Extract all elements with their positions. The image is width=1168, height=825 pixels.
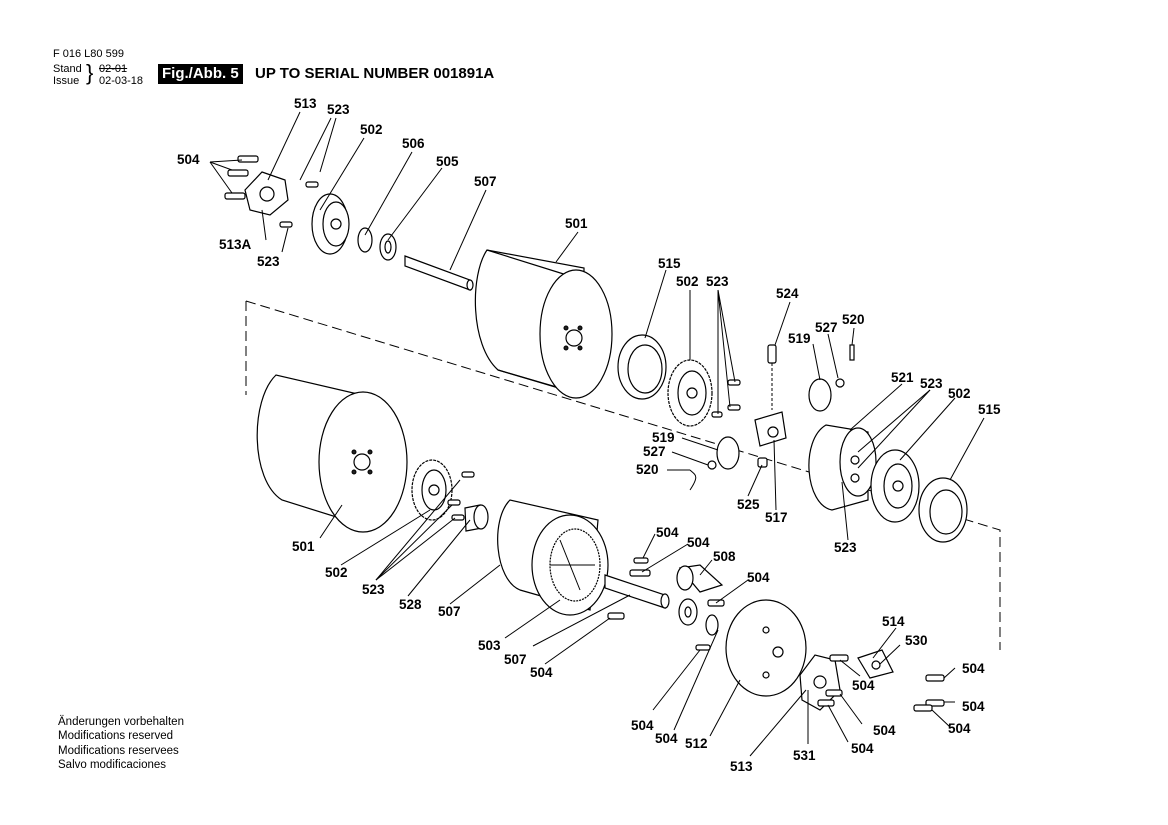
callout-label: 504 xyxy=(962,699,985,714)
callout-label: 502 xyxy=(360,122,383,137)
callout-label: 501 xyxy=(292,539,315,554)
drum-501-top xyxy=(474,249,613,399)
callout-label: 504 xyxy=(948,721,971,736)
callout-label: 504 xyxy=(851,741,874,756)
callout-label: 513 xyxy=(730,759,753,774)
right-housing-521 xyxy=(808,424,877,511)
callout-label: 502 xyxy=(676,274,699,289)
bushing-528 xyxy=(464,504,489,532)
callout-label: 504 xyxy=(747,570,770,585)
issue-label: Issue xyxy=(53,75,80,87)
callout-label: 508 xyxy=(713,549,736,564)
rings-506-505 xyxy=(357,227,397,261)
gear-502-bottom xyxy=(411,459,475,521)
callout-label: 514 xyxy=(882,614,905,629)
drum-501-bottom xyxy=(256,374,408,533)
callout-label: 501 xyxy=(565,216,588,231)
callout-label: 519 xyxy=(788,331,811,346)
callout-label: 507 xyxy=(504,652,527,667)
callout-label: 507 xyxy=(474,174,497,189)
callout-label: 523 xyxy=(362,582,385,597)
bearing-housing-502-top xyxy=(311,193,350,255)
callout-label: 504 xyxy=(852,678,875,693)
callout-label: 513 xyxy=(294,96,317,111)
stand-label: Stand xyxy=(53,63,82,75)
figure-badge: Fig./Abb. 5 xyxy=(158,64,243,84)
callout-label: 504 xyxy=(656,525,679,540)
callout-label: 505 xyxy=(436,154,459,169)
callout-label: 504 xyxy=(655,731,678,746)
end-plate-513 xyxy=(224,155,319,228)
callout-label: 502 xyxy=(948,386,971,401)
callout-labels: 513 523 502 506 505 504 507 513A 523 501… xyxy=(177,96,1001,774)
callout-label: 504 xyxy=(873,723,896,738)
callout-label: 515 xyxy=(978,402,1001,417)
note-line: Änderungen vorbehalten xyxy=(58,716,184,728)
gear-502-right xyxy=(870,449,920,523)
callout-label: 520 xyxy=(636,462,659,477)
callout-label: 502 xyxy=(325,565,348,580)
gear-502-top xyxy=(667,359,741,427)
callout-label: 525 xyxy=(737,497,760,512)
callout-label: 503 xyxy=(478,638,501,653)
shaft-507-bottom xyxy=(604,574,670,609)
callout-label: 504 xyxy=(687,535,710,550)
callout-label: 520 xyxy=(842,312,865,327)
old-date: 02-01 xyxy=(99,63,128,75)
shaft-507-top xyxy=(404,255,474,291)
callout-label: 527 xyxy=(643,444,666,459)
end-plate-512 xyxy=(725,599,807,697)
callout-label: 528 xyxy=(399,597,422,612)
note-line: Modifications reserved xyxy=(58,730,174,743)
callout-label: 531 xyxy=(793,748,816,763)
callout-label: 519 xyxy=(652,430,675,445)
ring-gear-housing-503 xyxy=(497,499,609,616)
callout-label: 523 xyxy=(327,102,350,117)
document-number: F 016 L80 599 xyxy=(53,48,124,60)
callout-label: 504 xyxy=(962,661,985,676)
callout-label: 506 xyxy=(402,136,425,151)
modification-notes: Änderungen vorbehalten Modifications res… xyxy=(58,715,184,772)
end-plate-513-bottom xyxy=(799,654,849,711)
callout-label: 507 xyxy=(438,604,461,619)
washers xyxy=(678,598,719,636)
callout-label: 523 xyxy=(834,540,857,555)
bracket-514 xyxy=(857,649,945,712)
note-line: Modifications reservees xyxy=(58,744,179,757)
callout-label: 523 xyxy=(706,274,729,289)
leader-lines xyxy=(209,111,985,757)
assembly-boundary xyxy=(245,300,1001,650)
callout-label: 530 xyxy=(905,633,928,648)
figure-title: UP TO SERIAL NUMBER 001891A xyxy=(255,65,495,82)
callout-label: 504 xyxy=(177,152,200,167)
ring-515-top xyxy=(617,334,667,400)
callout-label: 523 xyxy=(920,376,943,391)
callout-label: 524 xyxy=(776,286,799,301)
callout-label: 521 xyxy=(891,370,914,385)
callout-label: 523 xyxy=(257,254,280,269)
brace-glyph: } xyxy=(86,60,94,85)
callout-label: 504 xyxy=(530,665,553,680)
callout-label: 517 xyxy=(765,510,788,525)
ring-515-right xyxy=(918,477,968,543)
callout-label: 527 xyxy=(815,320,838,335)
callout-label: 512 xyxy=(685,736,708,751)
note-line: Salvo modificaciones xyxy=(58,758,167,771)
callout-label: 515 xyxy=(658,256,681,271)
issue-date: 02-03-18 xyxy=(99,75,144,87)
screws-504-center xyxy=(607,557,725,651)
pinion-508 xyxy=(676,564,724,593)
callout-label: 513A xyxy=(219,237,252,252)
callout-label: 504 xyxy=(631,718,654,733)
